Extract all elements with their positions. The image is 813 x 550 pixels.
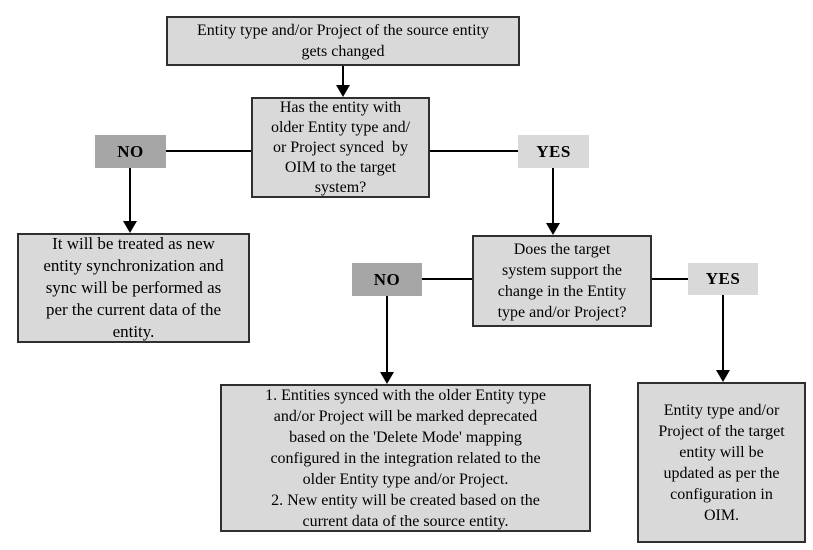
node-result-deprecate-and-create-text: 1. Entities synced with the older Entity… bbox=[265, 386, 546, 530]
node-start-text: Entity type and/or Project of the source… bbox=[197, 22, 489, 60]
arrowhead-no2-to-result bbox=[380, 372, 394, 384]
node-result-new-sync-text: It will be treated as new entity synchro… bbox=[43, 234, 224, 341]
node-result-update-target-text: Entity type and/or Project of the target… bbox=[658, 401, 785, 524]
branch-label-no-1-text: NO bbox=[117, 141, 144, 161]
branch-label-yes-2-text: YES bbox=[705, 269, 741, 288]
branch-label-yes-2: YES bbox=[688, 263, 758, 295]
branch-label-yes-1-text: YES bbox=[536, 141, 571, 161]
node-decision-synced-by-oim-text: Has the entity with older Entity type an… bbox=[270, 98, 411, 196]
node-decision-target-supports-change: Does the target system support the chang… bbox=[472, 235, 652, 327]
node-decision-target-supports-change-text: Does the target system support the chang… bbox=[497, 241, 627, 321]
arrowhead-start-to-decision1 bbox=[336, 85, 350, 97]
branch-label-no-2: NO bbox=[352, 263, 422, 296]
branch-label-yes-1: YES bbox=[518, 135, 589, 168]
branch-label-no-2-text: NO bbox=[373, 269, 401, 289]
node-decision-synced-by-oim: Has the entity with older Entity type an… bbox=[251, 97, 430, 198]
branch-label-no-1: NO bbox=[95, 135, 166, 168]
node-result-update-target: Entity type and/or Project of the target… bbox=[637, 382, 806, 543]
arrowhead-yes1-to-decision2 bbox=[546, 223, 560, 235]
node-start: Entity type and/or Project of the source… bbox=[166, 16, 520, 66]
arrowhead-no1-to-result bbox=[123, 221, 137, 233]
arrowhead-yes2-to-result bbox=[716, 370, 730, 382]
node-result-deprecate-and-create: 1. Entities synced with the older Entity… bbox=[220, 384, 591, 532]
node-result-new-sync: It will be treated as new entity synchro… bbox=[17, 233, 250, 343]
